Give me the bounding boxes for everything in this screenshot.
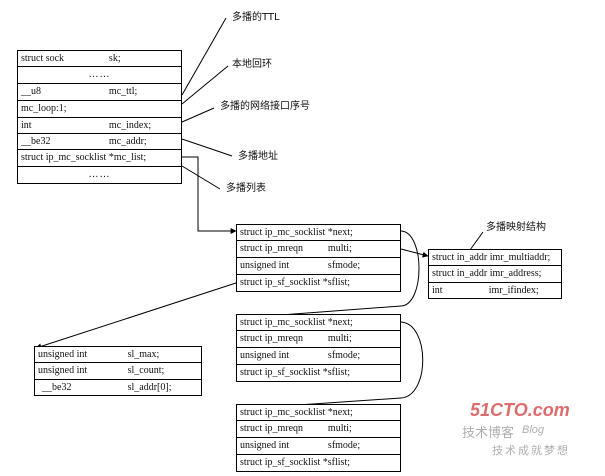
- node3-row-sfmode: unsigned int sfmode;: [236, 438, 401, 455]
- pointer-sflist: [35, 282, 237, 350]
- sock-row-mc-addr: __be32 mc_addr;: [17, 134, 182, 150]
- watermark-51cto-logo: 51CTO.com 技术博客 Blog 技术成就梦想: [462, 400, 602, 474]
- node1-row-sflist: struct ip_sf_socklist *sflist;: [236, 275, 401, 292]
- sock-row-ellipsis: ……: [17, 67, 182, 84]
- sock-row-mc-index: int mc_index;: [17, 118, 182, 134]
- watermark-slogan: 技术成就梦想: [492, 444, 570, 457]
- annotation-loopback: 本地回环: [231, 59, 273, 71]
- annotation-ttl: 多播的TTL: [231, 12, 281, 24]
- pointer-multi: [400, 248, 429, 258]
- leader-list: [181, 165, 221, 190]
- annotation-addr: 多播地址: [237, 151, 279, 163]
- sf-row-count: unsigned int sl_count;: [34, 363, 202, 380]
- watermark-blog: Blog: [522, 424, 545, 436]
- sf-row-max: unsigned int sl_max;: [34, 346, 202, 363]
- node3-row-sflist: struct ip_sf_socklist *sflist;: [236, 455, 401, 472]
- pointer-next-1: [239, 230, 420, 321]
- watermark-cn: 技术博客: [462, 426, 515, 441]
- node2-row-sfmode: unsigned int sfmode;: [236, 348, 401, 365]
- node3-row-next: struct ip_mc_socklist *next;: [236, 404, 401, 421]
- sf-row-addr: __be32 sl_addr[0];: [34, 380, 202, 396]
- sock-row-mc-ttl: __u8 mc_ttl;: [17, 84, 182, 101]
- mreqn-row-address: struct in_addr imr_address;: [428, 266, 562, 283]
- pointer-mc-list: [182, 156, 237, 234]
- sock-row-mc-list: struct ip_mc_socklist *mc_list;: [17, 150, 182, 167]
- annotation-if-index: 多播的网络接口序号: [219, 101, 311, 113]
- socklist-node-1: struct ip_mc_socklist *next; struct ip_m…: [236, 224, 401, 292]
- sock-row-mc-loop: mc_loop:1;: [17, 101, 182, 118]
- sf-socklist-table: unsigned int sl_max; unsigned int sl_cou…: [34, 346, 202, 396]
- node2-row-next: struct ip_mc_socklist *next;: [236, 314, 401, 331]
- node1-row-multi: struct ip_mreqn multi;: [236, 241, 401, 258]
- socklist-node-3: struct ip_mc_socklist *next; struct ip_m…: [236, 404, 401, 472]
- node2-row-multi: struct ip_mreqn multi;: [236, 331, 401, 348]
- watermark-brand: 51CTO.com: [470, 400, 570, 420]
- node1-row-next: struct ip_mc_socklist *next;: [236, 224, 401, 241]
- node3-row-multi: struct ip_mreqn multi;: [236, 421, 401, 438]
- leader-if-index: [181, 107, 215, 123]
- sock-struct-table: struct sock sk; …… __u8 mc_ttl; mc_loop:…: [17, 50, 182, 184]
- socklist-node-2: struct ip_mc_socklist *next; struct ip_m…: [236, 314, 401, 382]
- leader-loopback: [181, 65, 229, 105]
- annotation-mreqn: 多播映射结构: [485, 222, 547, 234]
- mreqn-struct-table: struct in_addr imr_multiaddr; struct in_…: [428, 249, 562, 299]
- leader-addr: [181, 138, 233, 157]
- mreqn-row-ifindex: int imr_ifindex;: [428, 283, 562, 299]
- leader-mreqn: [469, 231, 484, 251]
- leader-ttl: [181, 17, 227, 96]
- sock-row-ellipsis-end: ……: [17, 167, 182, 184]
- sock-row-sk: struct sock sk;: [17, 50, 182, 67]
- mreqn-row-multiaddr: struct in_addr imr_multiaddr;: [428, 249, 562, 266]
- node2-row-sflist: struct ip_sf_socklist *sflist;: [236, 365, 401, 382]
- node1-row-sfmode: unsigned int sfmode;: [236, 258, 401, 275]
- annotation-list: 多播列表: [225, 183, 267, 195]
- pointer-next-2: [239, 321, 424, 412]
